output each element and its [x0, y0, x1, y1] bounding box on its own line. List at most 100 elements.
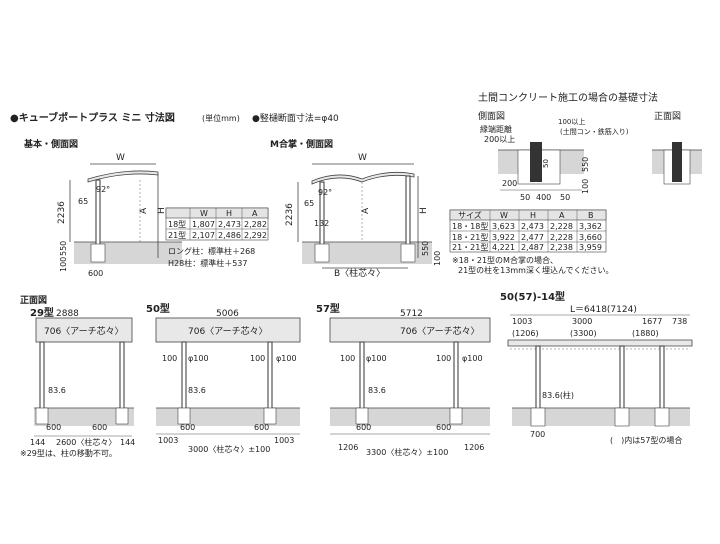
dim-550: 550 [59, 241, 68, 256]
front-view-57: 57型 5712 706〈アーチ芯々〉 100 φ100 100 φ100 83… [316, 302, 491, 457]
table-cell: 21・21型 [452, 243, 488, 252]
roof-panel [311, 171, 415, 185]
foundation-front-title: 正面図 [654, 111, 681, 122]
table-header-b: B [588, 211, 594, 220]
post-foundation [530, 407, 546, 427]
table-header-h: H [530, 211, 536, 220]
post-foundation [400, 243, 416, 263]
model-29-width: 2888 [56, 309, 79, 319]
foundation-600: 600 [356, 423, 371, 432]
center-span: 3300〈柱芯々〉±100 [366, 447, 448, 457]
legend-note: ( )内は57型の場合 [610, 435, 682, 445]
table-cell: 18・21型 [452, 233, 488, 242]
edge-distance-value: 200以上 [484, 135, 515, 144]
span-3300: (3300) [570, 329, 597, 338]
foundation-600: 600 [46, 423, 61, 432]
post-foundation [355, 407, 369, 425]
foundation-600: 600 [180, 423, 195, 432]
table-header-a: A [252, 209, 258, 218]
ground-fill [156, 408, 300, 426]
phi-100: φ100 [462, 354, 483, 363]
roof-panel [155, 317, 301, 343]
model-50-width: 5006 [216, 309, 239, 319]
dim-50: 50 [542, 159, 550, 168]
downspout-note: ●竪樋断面寸法=φ40 [252, 112, 339, 124]
table-cell: 2,292 [244, 231, 267, 240]
model-29-note: ※29型は、柱の移動不可。 [20, 448, 117, 458]
w-label: W [358, 153, 367, 163]
offset-1003: 1003 [158, 436, 178, 445]
arch-label: 706〈アーチ芯々〉 [188, 325, 268, 337]
unit-note: (単位mm) [202, 113, 240, 123]
table-cell: 2,228 [550, 233, 573, 242]
dim-836: 83.6 [368, 386, 386, 395]
front-section-title: 正面図 [20, 295, 47, 306]
table-header-size: サイズ [458, 210, 482, 220]
foundation-side-title: 側面図 [478, 110, 505, 122]
table-cell: 3,922 [492, 233, 515, 242]
table-cell: 18・18型 [452, 222, 488, 231]
long-post-note: ロング柱：標準柱＋268 [168, 246, 255, 256]
offset-1003: 1003 [274, 436, 294, 445]
table-cell: 21型 [168, 231, 186, 240]
table-cell: 2,107 [192, 231, 215, 240]
post-foundation [314, 243, 330, 263]
h-label: H [157, 207, 167, 214]
offset-1206: 1206 [464, 443, 484, 452]
foundation-600: 600 [92, 423, 107, 432]
span-1206: (1206) [512, 329, 539, 338]
dim-836: 83.6 [48, 386, 66, 395]
r-100: 100 [436, 354, 451, 363]
foundation-600: 600 [436, 423, 451, 432]
dim-550: 550 [581, 157, 590, 172]
dim-132: 132 [314, 219, 329, 228]
table-cell: 2,473 [218, 220, 241, 229]
angle-label: 92° [318, 188, 332, 197]
m-side-view: M合掌・側面図 W 92° 65 2236 132 A H 100 550 B〈… [270, 138, 442, 279]
dim-2236: 2236 [285, 203, 295, 226]
table-header-w: W [500, 211, 508, 220]
dim-100: 100 [581, 179, 590, 194]
foundation-600: 600 [254, 423, 269, 432]
w-label: W [116, 153, 125, 163]
dim-200: 200 [502, 179, 517, 188]
span-1677: 1677 [642, 317, 662, 326]
table-cell: 1,807 [192, 220, 215, 229]
post-section [672, 142, 682, 182]
edge-distance-label: 縁端距離 [480, 124, 512, 134]
foundation-700: 700 [530, 430, 545, 439]
h-label: H [419, 207, 429, 214]
a-label: A [139, 207, 149, 214]
table-header-h: H [226, 209, 232, 218]
table-cell: 3,623 [492, 222, 515, 231]
arch-label: 706〈アーチ芯々〉 [400, 325, 480, 337]
model-29-title: 29型 [30, 306, 54, 319]
foundation-front-view: 正面図 [652, 111, 702, 185]
post-foundation [449, 407, 463, 425]
post-foundation [90, 243, 106, 263]
span-738: 738 [672, 317, 687, 326]
table-cell: 18型 [168, 220, 186, 229]
table-cell: 4,221 [492, 243, 515, 252]
foundation-side-view: 側面図 縁端距離 200以上 100以上 (土間コン・鉄筋入り) 50 550 … [478, 110, 629, 202]
offset-144: 144 [120, 438, 135, 447]
ground-fill [34, 408, 134, 426]
span-1003: 1003 [512, 317, 532, 326]
dim-2236: 2236 [57, 201, 67, 224]
center-span: 2600〈柱芯々〉 [56, 437, 116, 447]
post-foundation [115, 407, 129, 425]
m-side-title: M合掌・側面図 [270, 138, 333, 150]
foundation-section-title: 土間コンクリート施工の場合の基礎寸法 [478, 91, 658, 104]
a-label: A [361, 207, 371, 214]
front-view-50: 50型 5006 706〈アーチ芯々〉 100 φ100 100 φ100 83… [146, 302, 301, 454]
dim-65: 65 [304, 199, 314, 208]
phi-100: φ100 [188, 354, 209, 363]
dim-50: 50 [560, 193, 570, 202]
front-view-50-57-14: 50(57)-14型 L＝6418(7124) 1003 3000 1677 7… [500, 290, 693, 445]
post-foundation [263, 407, 277, 425]
model-14-title: 50(57)-14型 [500, 290, 565, 303]
table-cell: 2,228 [550, 222, 573, 231]
ground-fill [74, 242, 182, 264]
